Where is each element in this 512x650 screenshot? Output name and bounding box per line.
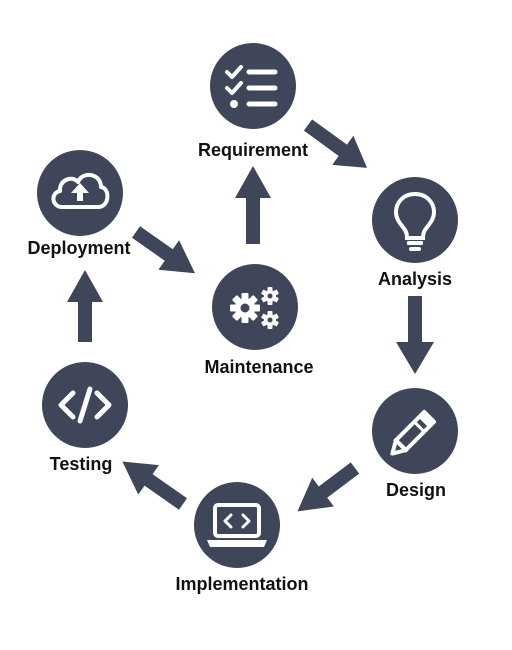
node-deployment [37,150,123,236]
pencil-icon [390,409,437,456]
label-requirement: Requirement [198,140,308,160]
checklist-icon [225,65,278,108]
laptop-code-icon [207,503,267,547]
label-testing: Testing [50,454,113,474]
code-icon [58,386,112,424]
lightbulb-icon [393,191,437,251]
cloud-upload-icon [51,173,110,209]
node-implementation [194,482,280,568]
arrow-maintenance-to-requirement [235,166,271,244]
label-implementation: Implementation [175,574,308,594]
arrow-testing-to-deployment [67,270,103,342]
arrow-analysis-to-design [396,296,434,374]
node-maintenance [212,264,298,350]
arrow-deployment-to-maintenance [131,226,195,274]
node-design [372,388,458,474]
arrow-requirement-to-analysis [303,119,368,168]
label-analysis: Analysis [378,269,452,289]
gears-icon [230,287,279,329]
label-design: Design [386,480,446,500]
arrow-design-to-implementation [297,462,360,512]
label-deployment: Deployment [27,238,130,258]
node-analysis [372,177,458,263]
label-maintenance: Maintenance [204,357,313,377]
node-testing [42,362,128,448]
node-requirement [210,43,296,129]
arrow-implementation-to-testing [122,461,188,510]
